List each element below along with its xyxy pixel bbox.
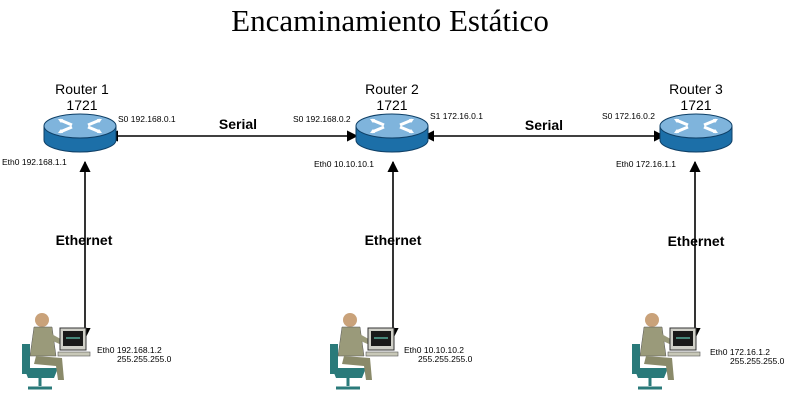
ethernet-label-1: Ethernet bbox=[56, 232, 113, 248]
router-1: Router 1 1721 S0 192.168.0.1 Eth0 192.16… bbox=[2, 81, 176, 167]
router-3: Router 3 1721 S0 172.16.0.2 Eth0 172.16.… bbox=[602, 81, 734, 169]
router-1-eth-ip: Eth0 192.168.1.1 bbox=[2, 157, 67, 167]
router-3-name: Router 3 bbox=[669, 81, 723, 97]
host-2-ip: Eth0 10.10.10.2 bbox=[404, 345, 464, 355]
host-1-ip: Eth0 192.168.1.2 bbox=[97, 345, 162, 355]
workstation-icon bbox=[630, 311, 702, 390]
host-3: Eth0 172.16.1.2 255.255.255.0 bbox=[630, 311, 785, 390]
serial-label-1: Serial bbox=[219, 116, 257, 132]
router-icon bbox=[42, 112, 118, 154]
router-3-eth-ip: Eth0 172.16.1.1 bbox=[616, 159, 676, 169]
host-3-mask: 255.255.255.0 bbox=[730, 356, 785, 366]
router-3-model: 1721 bbox=[680, 97, 711, 113]
router-1-model: 1721 bbox=[66, 97, 97, 113]
router-2-serial-ip-right: S1 172.16.0.1 bbox=[430, 111, 483, 121]
host-1: Eth0 192.168.1.2 255.255.255.0 bbox=[20, 311, 172, 390]
host-2: Eth0 10.10.10.2 255.255.255.0 bbox=[328, 311, 473, 390]
serial-label-2: Serial bbox=[525, 117, 563, 133]
router-2-model: 1721 bbox=[376, 97, 407, 113]
router-3-serial-ip: S0 172.16.0.2 bbox=[602, 111, 655, 121]
router-2-name: Router 2 bbox=[365, 81, 419, 97]
router-icon bbox=[354, 112, 430, 154]
workstation-icon bbox=[328, 311, 400, 390]
ethernet-label-3: Ethernet bbox=[668, 233, 725, 249]
workstation-icon bbox=[20, 311, 92, 390]
router-1-serial-ip: S0 192.168.0.1 bbox=[118, 114, 176, 124]
ethernet-label-2: Ethernet bbox=[365, 232, 422, 248]
host-3-ip: Eth0 172.16.1.2 bbox=[710, 347, 770, 357]
router-1-name: Router 1 bbox=[55, 81, 109, 97]
host-2-mask: 255.255.255.0 bbox=[418, 354, 473, 364]
router-2-eth-ip: Eth0 10.10.10.1 bbox=[314, 159, 374, 169]
host-1-mask: 255.255.255.0 bbox=[117, 354, 172, 364]
router-2-serial-ip-left: S0 192.168.0.2 bbox=[293, 114, 351, 124]
diagram-title: Encaminamiento Estático bbox=[231, 3, 549, 38]
router-2: Router 2 1721 S0 192.168.0.2 S1 172.16.0… bbox=[293, 81, 483, 169]
router-icon bbox=[658, 112, 734, 154]
